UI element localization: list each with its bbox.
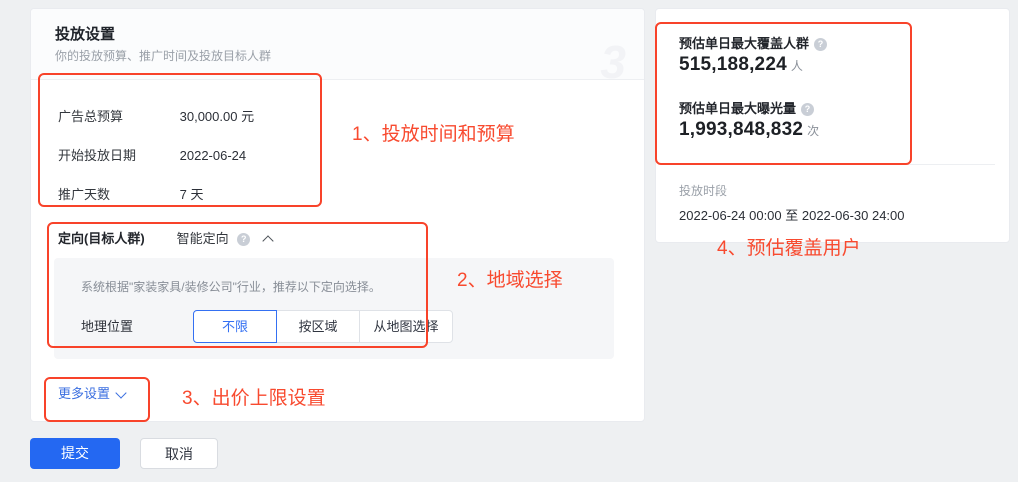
chevron-up-icon[interactable] <box>262 234 274 247</box>
promo-days-value: 7 天 <box>179 187 204 202</box>
question-mark-icon[interactable]: ? <box>801 103 815 116</box>
page-title: 投放设置 <box>55 26 116 43</box>
targeting-label: 定向(目标人群) <box>58 231 145 246</box>
max-impressions-label: 预估单日最大曝光量? <box>679 98 815 117</box>
card-header: 投放设置 你的投放预算、推广时间及投放目标人群 3 <box>31 9 644 88</box>
max-impressions-unit: 次 <box>807 124 820 138</box>
max-coverage-number: 515,188,224 <box>679 54 787 75</box>
max-coverage-unit: 人 <box>790 59 804 73</box>
geo-segmented-control: 不限 按区域 从地图选择 <box>193 310 453 343</box>
budget-value: 30,000.00 元 <box>179 109 255 124</box>
more-settings-link[interactable]: 更多设置 <box>58 383 127 402</box>
max-impressions-label-text: 预估单日最大曝光量 <box>679 101 797 116</box>
start-date-label: 开始投放日期 <box>58 148 137 163</box>
delivery-settings-card: 投放设置 你的投放预算、推广时间及投放目标人群 3 广告总预算 30,000.0… <box>30 8 645 422</box>
promo-days-row: 推广天数 7 天 <box>58 185 203 205</box>
max-impressions-number: 1,993,848,832 <box>679 119 804 140</box>
chevron-down-icon <box>115 387 127 399</box>
submit-button[interactable]: 提交 <box>30 438 120 469</box>
geo-option-by-region[interactable]: 按区域 <box>276 310 360 343</box>
start-date-value: 2022-06-24 <box>179 148 247 163</box>
question-mark-icon[interactable]: ? <box>237 233 251 246</box>
geo-option-from-map[interactable]: 从地图选择 <box>359 310 453 343</box>
targeting-mode: 智能定向 <box>176 231 229 246</box>
geo-label: 地理位置 <box>81 319 134 334</box>
max-coverage-label-text: 预估单日最大覆盖人群 <box>679 36 810 51</box>
budget-row: 广告总预算 30,000.00 元 <box>58 107 254 127</box>
start-date-row: 开始投放日期 2022-06-24 <box>58 146 246 166</box>
promo-days-label: 推广天数 <box>58 187 111 202</box>
smart-targeting-panel: 系统根据"家装家具/装修公司"行业，推荐以下定向选择。 地理位置 不限 按区域 … <box>54 258 614 359</box>
more-settings-label: 更多设置 <box>58 386 111 401</box>
question-mark-icon[interactable]: ? <box>814 38 828 51</box>
budget-label: 广告总预算 <box>58 109 124 124</box>
schedule-value: 2022-06-24 00:00 至 2022-06-30 24:00 <box>679 208 905 223</box>
industry-hint: 系统根据"家装家具/装修公司"行业，推荐以下定向选择。 <box>81 280 381 294</box>
geo-option-unlimited[interactable]: 不限 <box>193 310 277 343</box>
schedule-label: 投放时段 <box>679 184 728 198</box>
page-subtitle: 你的投放预算、推广时间及投放目标人群 <box>55 49 272 63</box>
geo-row: 地理位置 不限 按区域 从地图选择 <box>81 310 453 343</box>
watermark-logo: 3 <box>600 36 626 88</box>
max-coverage-label: 预估单日最大覆盖人群? <box>679 33 828 52</box>
divider <box>676 164 995 165</box>
cancel-button[interactable]: 取消 <box>140 438 218 469</box>
targeting-row: 定向(目标人群) 智能定向 ? <box>58 229 274 249</box>
